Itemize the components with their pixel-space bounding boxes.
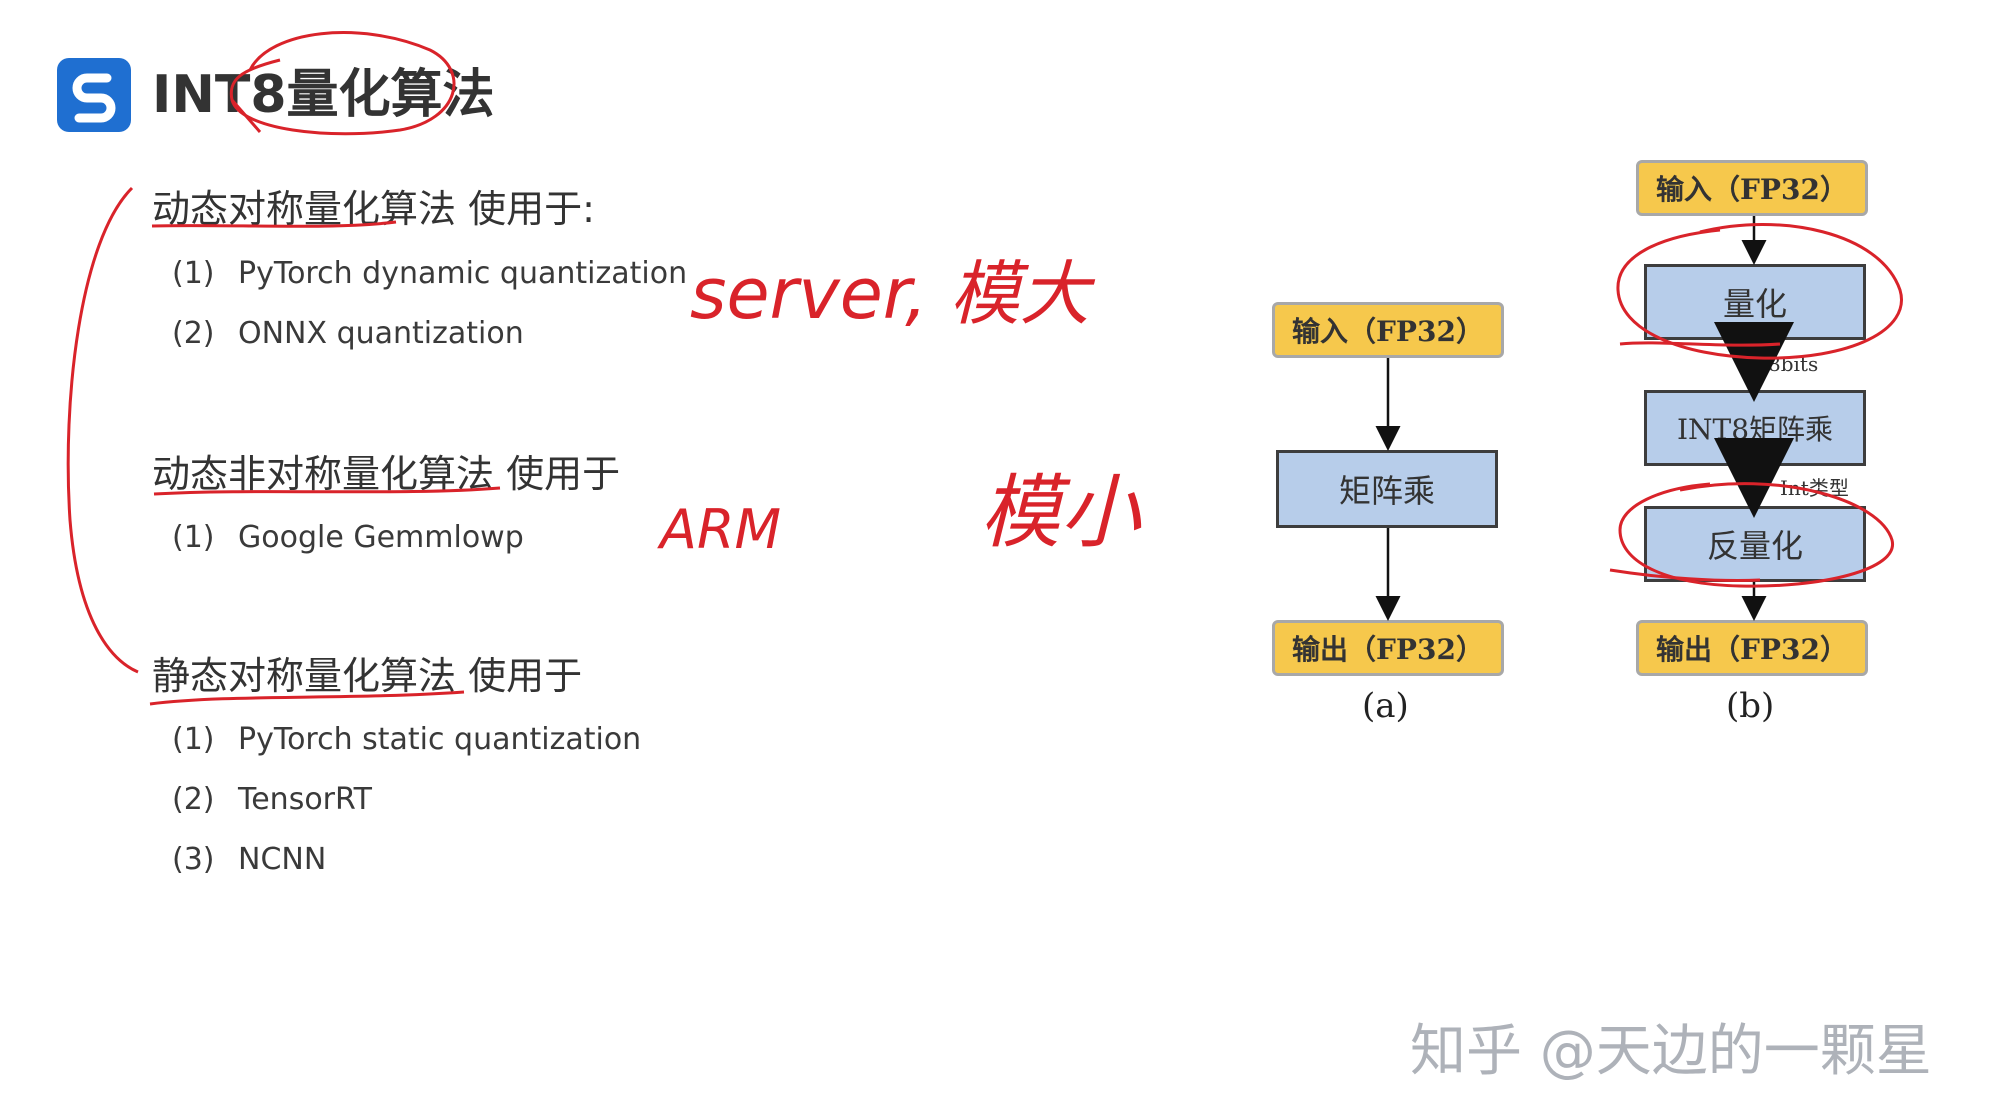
handwritten-note-small-model: 模小	[980, 466, 1142, 559]
left-bracket-annotation	[66, 186, 139, 674]
diagram-b-caption: (b)	[1726, 686, 1775, 726]
list-item: (2) ONNX quantization	[172, 314, 524, 354]
list-item: (1) PyTorch static quantization	[172, 720, 641, 760]
diagram-b-int-type-note: Int类型	[1780, 476, 1849, 500]
list-item-text: PyTorch dynamic quantization	[238, 256, 688, 291]
diagram-b-input-box: 输入（FP32）	[1636, 160, 1868, 216]
list-item-text: NCNN	[238, 842, 327, 877]
list-item-number: (2)	[172, 782, 215, 817]
list-item-number: (1)	[172, 722, 215, 757]
diagram-b-dequantize-box: 反量化	[1644, 506, 1866, 582]
section-heading-dynamic-symmetric: 动态对称量化算法 使用于:	[152, 187, 595, 231]
list-item-number: (1)	[172, 520, 215, 555]
logo	[57, 58, 131, 132]
list-item: (2) TensorRT	[172, 780, 372, 820]
logo-s-icon	[72, 73, 116, 123]
watermark: 知乎 @天边的一颗星	[1410, 1019, 1932, 1084]
page-title: INT8量化算法	[152, 65, 495, 125]
diagram-b-quantize-box: 量化	[1644, 264, 1866, 340]
list-item-text: TensorRT	[238, 782, 373, 817]
diagram-b-8bits-note: 8bits	[1768, 352, 1819, 376]
list-item: (1) Google Gemmlowp	[172, 518, 524, 558]
diagram-a-input-box: 输入（FP32）	[1272, 302, 1504, 358]
diagram-a-output-box: 输出（FP32）	[1272, 620, 1504, 676]
list-item-number: (1)	[172, 256, 215, 291]
list-item: (3) NCNN	[172, 840, 326, 880]
diagram-b-output-box: 输出（FP32）	[1636, 620, 1868, 676]
list-item-number: (3)	[172, 842, 215, 877]
list-item-text: ONNX quantization	[238, 316, 524, 351]
quantize-circle-tail	[1619, 341, 1781, 347]
list-item-text: Google Gemmlowp	[238, 520, 524, 555]
section-heading-static-symmetric: 静态对称量化算法 使用于	[152, 654, 583, 698]
list-item-text: PyTorch static quantization	[238, 722, 642, 757]
list-item-number: (2)	[172, 316, 215, 351]
diagram-a-matmul-box: 矩阵乘	[1276, 450, 1498, 528]
diagram-a-caption: (a)	[1362, 686, 1409, 726]
diagram-b-int8-matmul-box: INT8矩阵乘	[1644, 390, 1866, 466]
list-item: (1) PyTorch dynamic quantization	[172, 254, 687, 294]
handwritten-note-server: server, 模大	[690, 253, 1096, 335]
handwritten-note-arm: ARM	[657, 498, 781, 561]
section-heading-dynamic-asymmetric: 动态非对称量化算法 使用于	[152, 452, 621, 496]
